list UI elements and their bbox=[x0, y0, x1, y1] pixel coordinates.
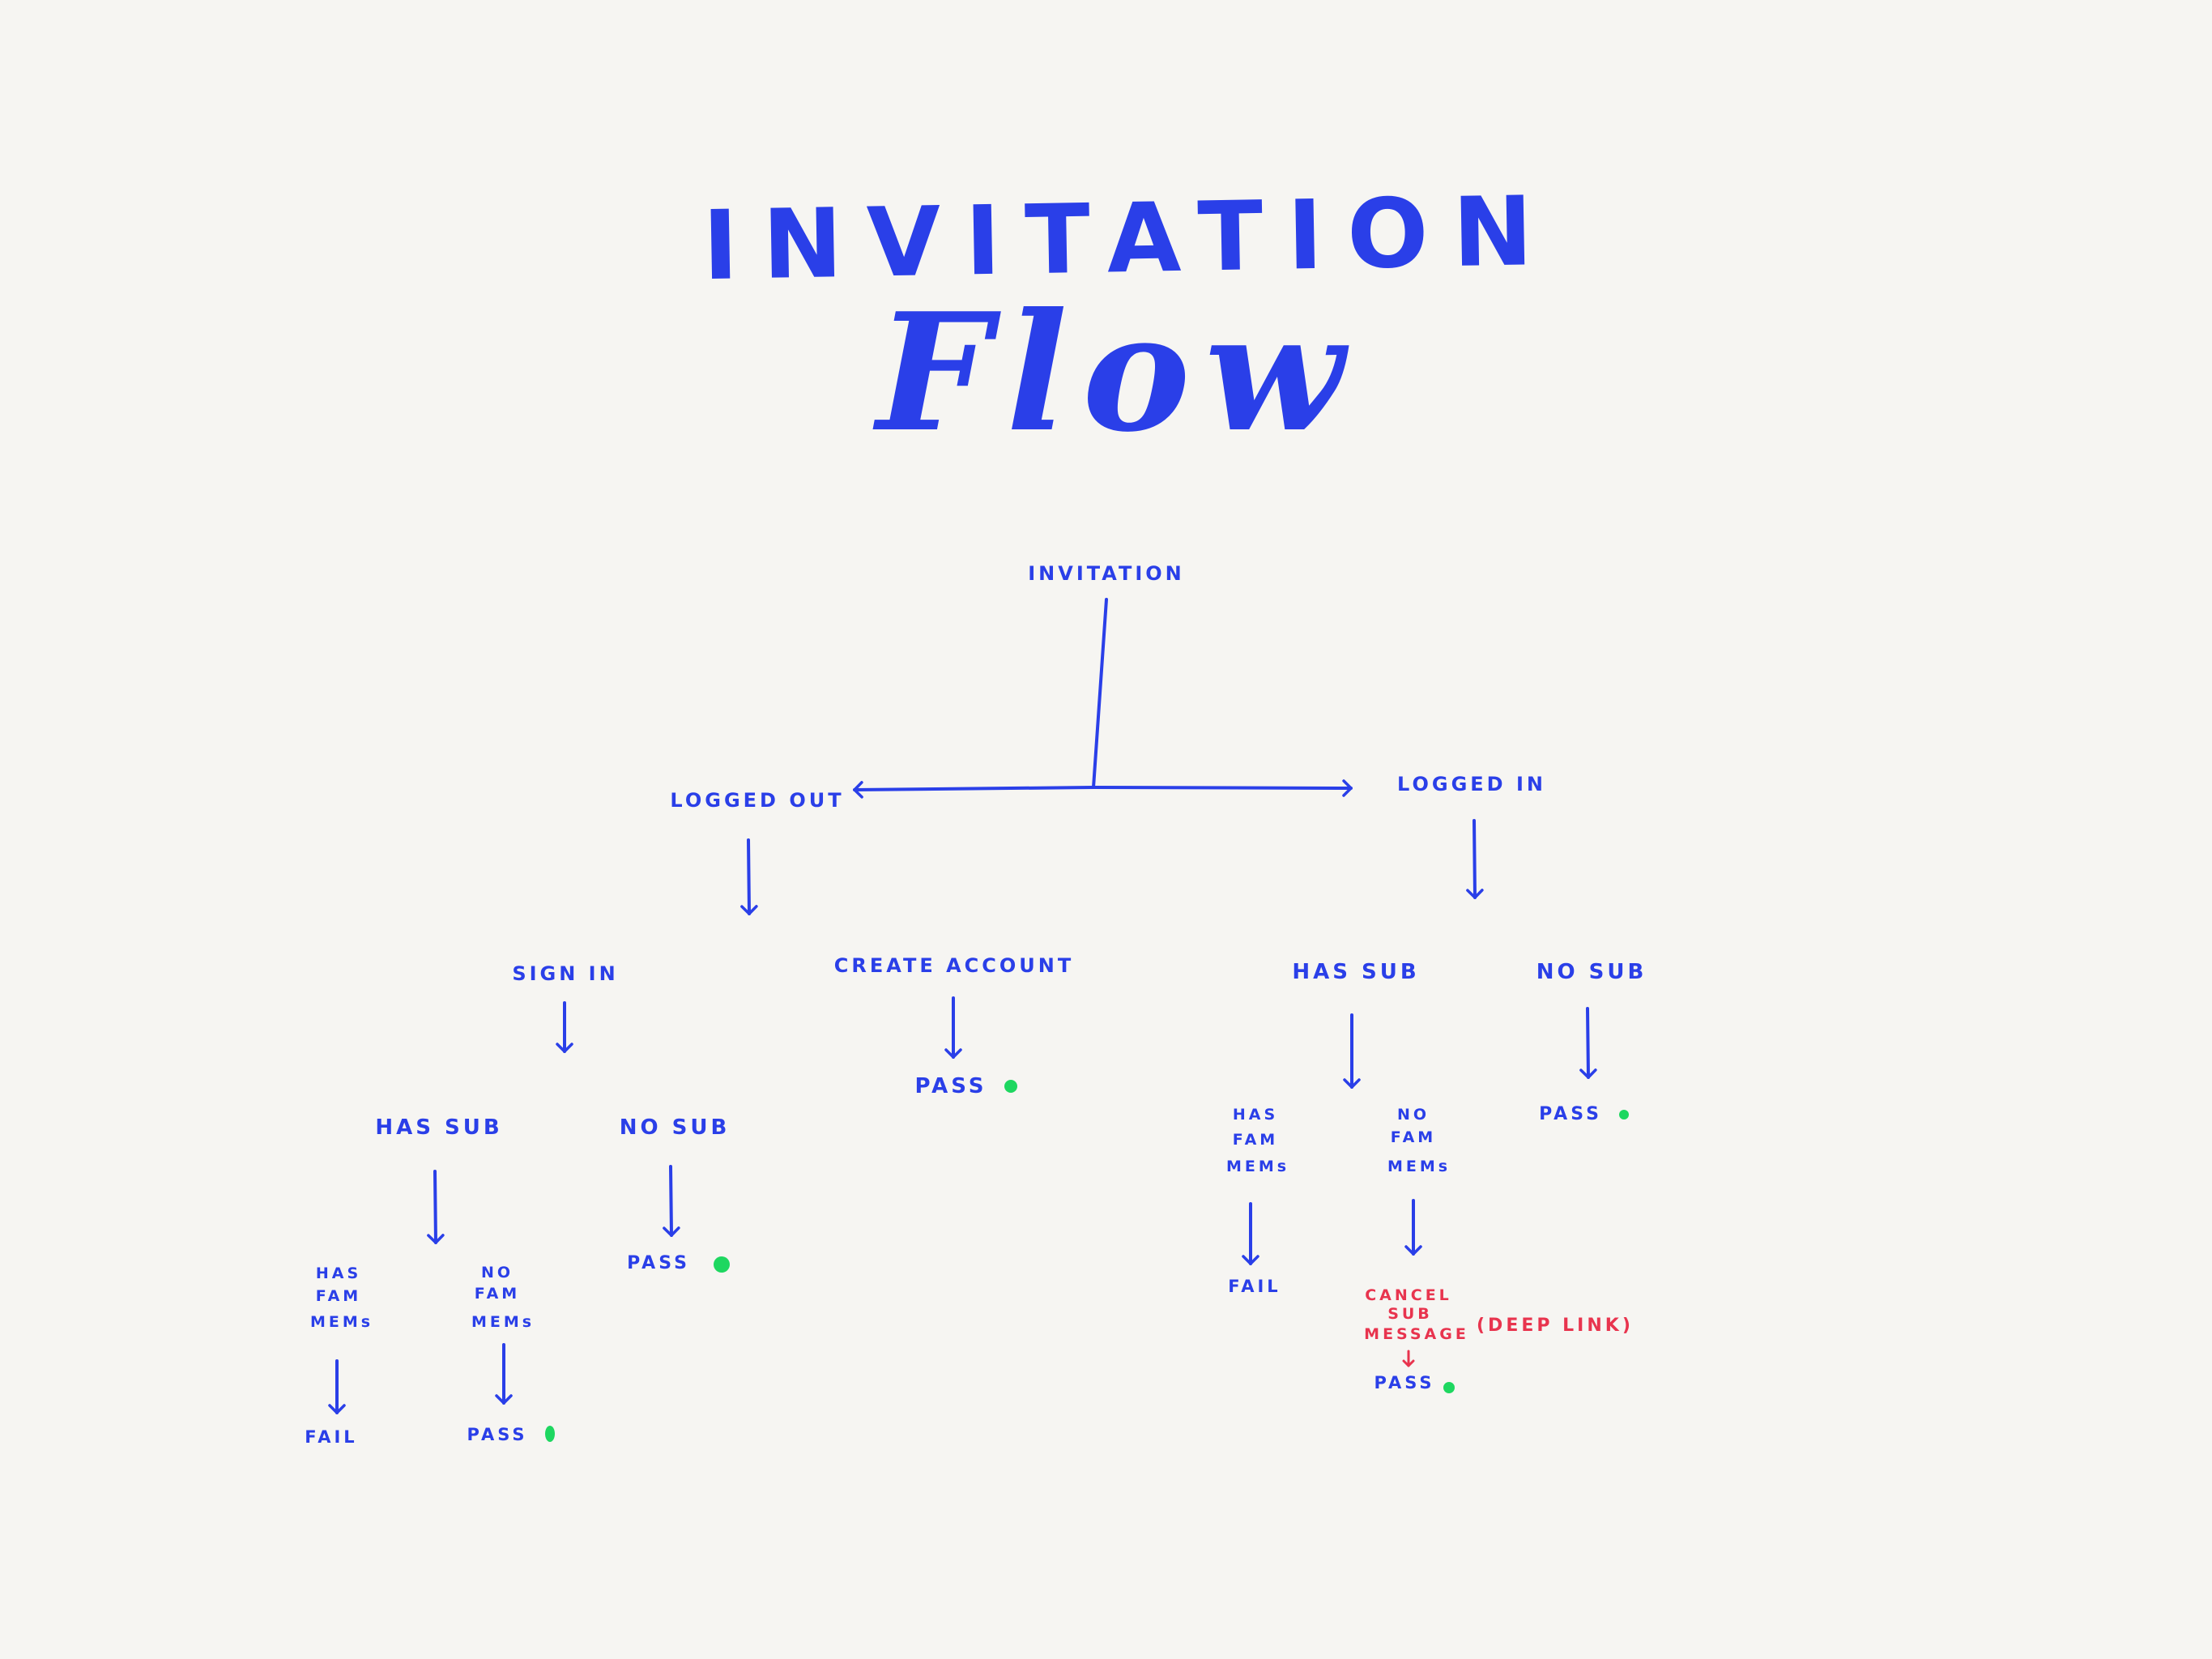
svg-text:SUB: SUB bbox=[1387, 1305, 1433, 1323]
pass-dot-lo-nosub bbox=[714, 1256, 730, 1273]
node-logged-in: LOGGED IN bbox=[1397, 773, 1546, 795]
svg-text:NO: NO bbox=[481, 1264, 514, 1282]
node-lo-no-fam: NO FAM MEMs bbox=[471, 1264, 535, 1331]
node-deep-link: (DEEP LINK) bbox=[1477, 1316, 1634, 1336]
node-li-no-fam: NO FAM MEMs bbox=[1387, 1106, 1451, 1175]
title-line-1: INVITATION bbox=[701, 175, 1558, 301]
node-lo-pass-nosub: PASS bbox=[627, 1253, 690, 1273]
svg-text:FAM: FAM bbox=[1233, 1131, 1278, 1149]
node-li-pass-cancel: PASS bbox=[1374, 1373, 1434, 1392]
arrow-lo-has-sub bbox=[427, 1170, 445, 1244]
arrow-logged-in bbox=[1466, 819, 1484, 899]
pass-dot-create bbox=[1004, 1080, 1017, 1093]
pass-indicators bbox=[545, 1080, 1629, 1442]
title-line-2: Flow bbox=[872, 278, 1359, 468]
branch-left-arrow bbox=[853, 781, 1095, 799]
connectors bbox=[328, 598, 1597, 1414]
svg-text:HAS: HAS bbox=[316, 1265, 361, 1282]
node-invitation: INVITATION bbox=[1028, 562, 1185, 585]
svg-text:CANCEL: CANCEL bbox=[1365, 1286, 1452, 1304]
node-li-has-sub: HAS SUB bbox=[1292, 960, 1419, 984]
svg-text:MEMs: MEMs bbox=[471, 1313, 535, 1331]
node-logged-out: LOGGED OUT bbox=[670, 789, 844, 812]
svg-text:HAS: HAS bbox=[1233, 1106, 1278, 1124]
svg-text:MEMs: MEMs bbox=[1226, 1158, 1289, 1175]
svg-text:MESSAGE: MESSAGE bbox=[1364, 1325, 1469, 1343]
svg-text:FAM: FAM bbox=[475, 1285, 520, 1303]
node-lo-has-sub: HAS SUB bbox=[375, 1115, 502, 1140]
node-create-pass: PASS bbox=[914, 1074, 987, 1098]
node-create-account: CREATE ACCOUNT bbox=[834, 954, 1074, 977]
svg-text:FAM: FAM bbox=[1391, 1128, 1436, 1146]
svg-text:NO: NO bbox=[1397, 1106, 1430, 1124]
branch-right-arrow bbox=[1092, 779, 1353, 797]
svg-text:MEMs: MEMs bbox=[1387, 1158, 1451, 1175]
node-lo-no-sub: NO SUB bbox=[620, 1115, 731, 1140]
svg-text:MEMs: MEMs bbox=[310, 1313, 373, 1331]
node-cancel-sub-message: CANCEL SUB MESSAGE bbox=[1364, 1286, 1469, 1343]
node-li-pass-nosub: PASS bbox=[1539, 1104, 1602, 1124]
node-lo-fail: FAIL bbox=[305, 1427, 357, 1447]
pass-dot-lo-nofam bbox=[545, 1426, 555, 1442]
svg-text:FAM: FAM bbox=[316, 1287, 361, 1305]
node-li-has-fam: HAS FAM MEMs bbox=[1226, 1106, 1289, 1175]
node-lo-has-fam: HAS FAM MEMs bbox=[310, 1265, 373, 1331]
pass-dot-li-cancel bbox=[1443, 1382, 1455, 1393]
root-stem bbox=[1092, 598, 1108, 789]
node-li-no-sub: NO SUB bbox=[1536, 960, 1647, 984]
node-sign-in: SIGN IN bbox=[512, 962, 618, 985]
pass-dot-li-nosub bbox=[1619, 1110, 1629, 1120]
node-lo-pass-nofam: PASS bbox=[467, 1425, 527, 1444]
arrow-logged-out bbox=[740, 838, 758, 915]
node-li-fail: FAIL bbox=[1228, 1277, 1281, 1296]
